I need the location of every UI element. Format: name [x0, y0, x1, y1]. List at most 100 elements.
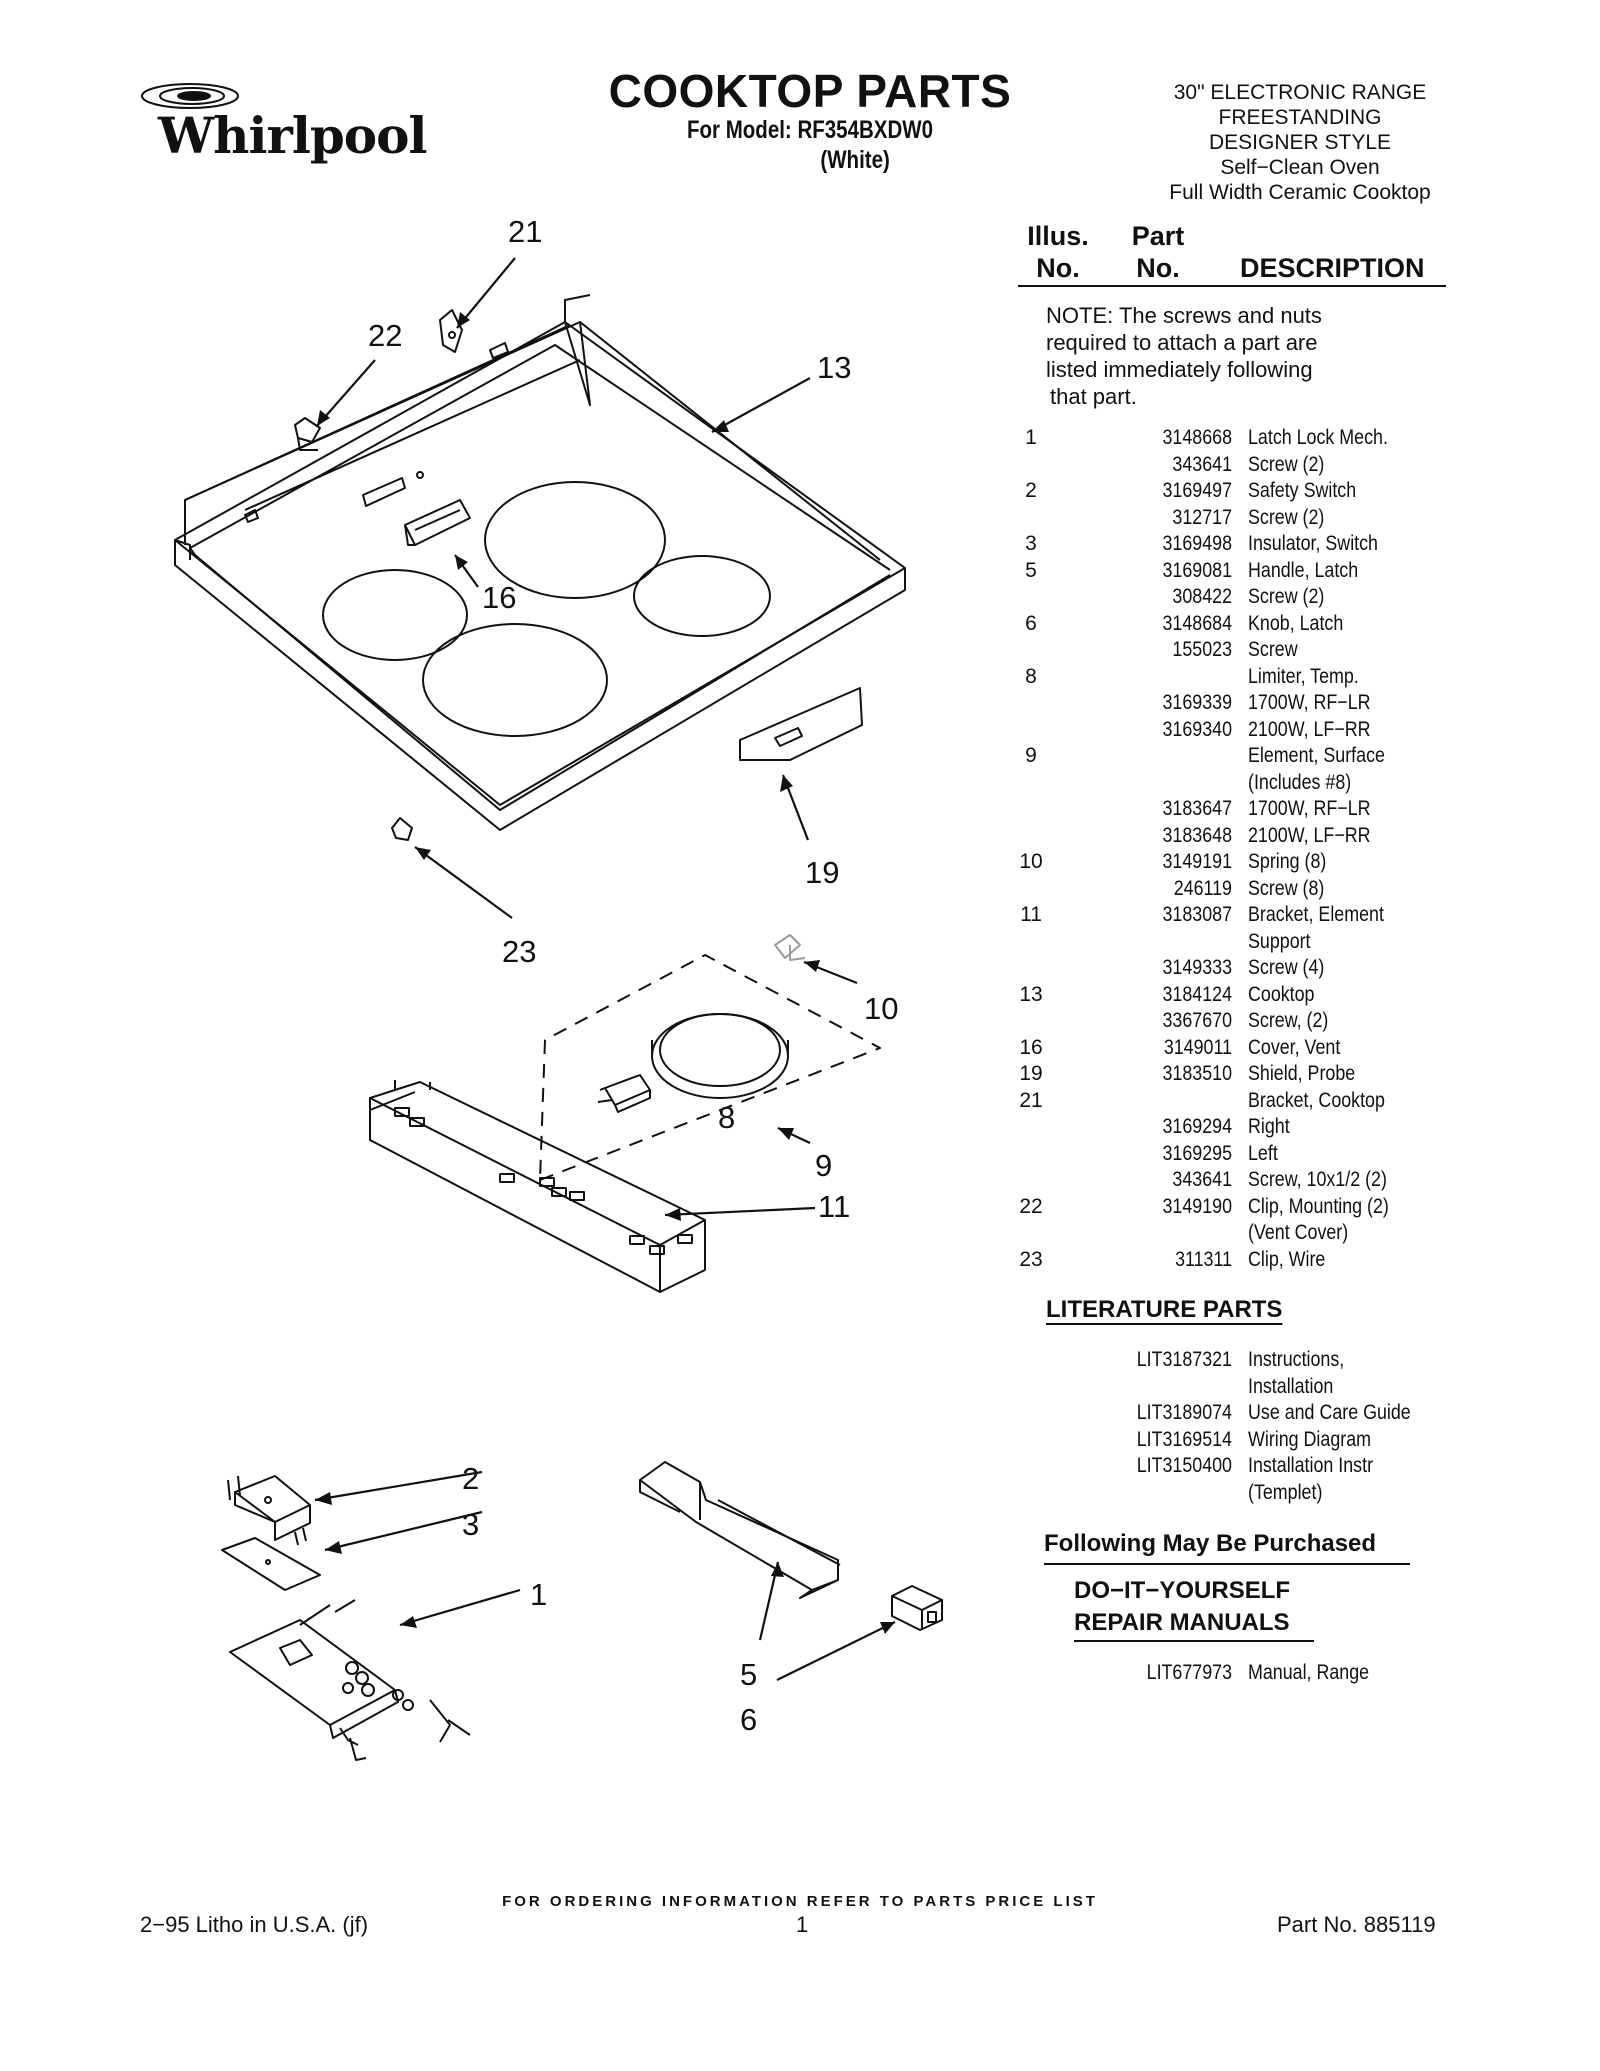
diy-heading: DO−IT−YOURSELF REPAIR MANUALS [1074, 1575, 1290, 1639]
desc-line: DESIGNER STYLE [1208, 131, 1392, 154]
part-number: 308422 [1172, 585, 1232, 608]
part-number: LIT3187321 [1136, 1348, 1232, 1371]
part-description: Cover, Vent [1248, 1035, 1341, 1059]
part-description: Screw (8) [1248, 876, 1325, 900]
part-number: 3183648 [1162, 823, 1232, 847]
part-number: 3148668 [1162, 426, 1232, 449]
part-number: 3184124 [1162, 982, 1232, 1006]
page-title: COOKTOP PARTS [608, 65, 1012, 117]
illus-number: 2 [1025, 479, 1037, 502]
model-line: For Model: RF354BXDW0 [686, 116, 934, 144]
callout-13: 13 [817, 350, 851, 385]
table-row: (Templet) [1010, 1480, 1490, 1507]
part-description: Bracket, Element [1248, 903, 1384, 926]
part-description: Screw (2) [1248, 452, 1325, 476]
temp-limiter-part-8 [597, 1074, 651, 1113]
probe-shield-part-19 [739, 687, 863, 761]
part-number: 155023 [1172, 638, 1232, 661]
part-number: 343641 [1172, 1168, 1232, 1191]
part-description: Screw, 10x1/2 (2) [1248, 1168, 1387, 1191]
desc-line: FREESTANDING [1218, 106, 1382, 129]
part-description: Cooktop [1248, 982, 1315, 1006]
part-description: Instructions, [1248, 1348, 1345, 1371]
part-description: Handle, Latch [1248, 558, 1359, 582]
column-illus: Illus. No. [1018, 220, 1098, 284]
part-number: 311311 [1175, 1247, 1232, 1271]
page-number: 1 [796, 1912, 809, 1937]
part-number: 312717 [1172, 505, 1232, 529]
illus-number: 19 [1019, 1062, 1043, 1085]
note-line: NOTE: The screws and nuts [1046, 303, 1322, 328]
part-description: Wiring Diagram [1248, 1427, 1371, 1451]
part-description: (Templet) [1248, 1480, 1323, 1504]
diy-rule [1074, 1640, 1314, 1642]
illus-number: 11 [1020, 903, 1042, 926]
literature-heading: LITERATURE PARTS [1046, 1296, 1283, 1323]
desc-line: Full Width Ceramic Cooktop [1169, 181, 1431, 204]
part-description: Limiter, Temp. [1248, 664, 1359, 688]
illus-number: 5 [1025, 558, 1037, 582]
whirlpool-logo-swirl [141, 83, 239, 109]
illus-number: 1 [1025, 426, 1037, 449]
part-description: Latch Lock Mech. [1248, 426, 1388, 449]
purchase-heading: Following May Be Purchased [1044, 1530, 1377, 1557]
callout-9: 9 [815, 1148, 832, 1183]
brand-logo: Whirlpool [158, 106, 427, 165]
wire-clip-part-23 [391, 817, 413, 841]
column-part: Part No. [1118, 220, 1198, 284]
latch-lock-part-1 [229, 1599, 471, 1761]
part-description: Clip, Mounting (2) [1248, 1194, 1389, 1218]
table-row: 3367670 Screw, (2) [1010, 1008, 1490, 1035]
litho-info: 2−95 Litho in U.S.A. (jf) [140, 1912, 369, 1937]
part-description: Screw, (2) [1248, 1009, 1329, 1032]
callout-2: 2 [462, 1461, 479, 1496]
part-number: LIT3150400 [1136, 1454, 1232, 1477]
callout-23: 23 [502, 934, 536, 969]
part-description: Knob, Latch [1248, 611, 1344, 635]
illus-number: 10 [1019, 850, 1043, 873]
part-description: Screw (2) [1248, 505, 1325, 529]
part-number: 3169294 [1162, 1115, 1232, 1138]
column-part-line2: No. [1136, 253, 1180, 283]
table-row: 1 3148668 Latch Lock Mech. [1010, 425, 1490, 452]
part-description: Screw [1248, 638, 1298, 661]
part-number: 3367670 [1162, 1009, 1232, 1032]
part-number: LIT3189074 [1136, 1401, 1232, 1424]
knob-part-6 [891, 1585, 943, 1631]
part-number: 3183510 [1162, 1062, 1232, 1085]
illus-number: 9 [1025, 744, 1037, 767]
diy-line1: DO−IT−YOURSELF [1074, 1577, 1291, 1604]
part-number: 3169081 [1162, 558, 1232, 582]
part-description: Support [1248, 929, 1311, 953]
part-number: 3149333 [1162, 956, 1232, 979]
header-rule [1018, 285, 1446, 287]
surface-element-ring [651, 1013, 789, 1099]
note: NOTE: The screws and nuts required to at… [1046, 302, 1406, 410]
part-description: Spring (8) [1248, 850, 1327, 873]
safety-switch-part-2 [227, 1475, 311, 1546]
part-number: 3169497 [1162, 479, 1232, 502]
callout-11: 11 [818, 1189, 850, 1224]
callout-16: 16 [482, 580, 516, 615]
table-row: Support [1010, 929, 1490, 956]
